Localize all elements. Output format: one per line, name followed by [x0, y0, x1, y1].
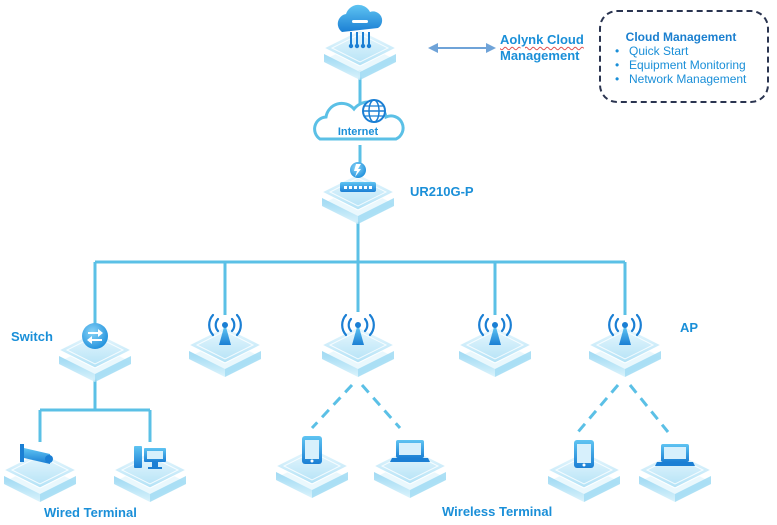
- cloud-service-label: Aolynk Cloud Management: [500, 32, 584, 64]
- cloud-management-box: Cloud Management Quick Start Equipment M…: [599, 10, 769, 103]
- connection-lines: [38, 70, 627, 442]
- internet-cloud: Internet: [313, 99, 405, 141]
- cloud-management-item: Quick Start: [615, 44, 759, 58]
- ap4-wireless-link-left: [576, 384, 620, 433]
- wired-terminal-camera: [3, 444, 77, 503]
- cloud-service-suffix: Management: [500, 48, 580, 63]
- wireless-ap-icon: [341, 313, 375, 345]
- ap-node-2: [321, 313, 395, 378]
- ap-label: AP: [680, 320, 699, 335]
- wired-terminal-label: Wired Terminal: [44, 505, 137, 520]
- wired-terminal-desktop: [113, 446, 187, 503]
- cloud-management-item: Network Management: [615, 72, 759, 86]
- laptop-icon: [390, 440, 430, 462]
- router-label: UR210G-P: [410, 184, 474, 199]
- cloud-management-title: Cloud Management: [625, 30, 737, 44]
- wireless-ap-icon: [478, 313, 512, 345]
- ap-node-4: [588, 313, 662, 378]
- cloud-link-arrow: [428, 43, 496, 53]
- lightning-badge-icon: [350, 162, 366, 178]
- ap-node-3: [458, 313, 532, 378]
- cloud-management-item: Equipment Monitoring: [615, 58, 759, 72]
- cloud-management-list: Quick Start Equipment Monitoring Network…: [613, 44, 759, 86]
- switch-node: [58, 323, 132, 383]
- laptop-icon: [655, 444, 695, 466]
- switch-label: Switch: [11, 329, 53, 344]
- desktop-pc-icon: [134, 446, 166, 469]
- camera-icon: [20, 444, 53, 464]
- wireless-ap-icon: [608, 313, 642, 345]
- wireless-terminal-tablet-1: [275, 436, 349, 499]
- wireless-links: [310, 383, 670, 433]
- cloud-server-node: [323, 4, 397, 81]
- switch-arrows-icon: [82, 323, 108, 349]
- tablet-icon: [302, 436, 322, 464]
- ap4-wireless-link-right: [628, 384, 670, 433]
- wireless-terminal-laptop-1: [373, 440, 447, 499]
- ap-node-1: [188, 313, 262, 378]
- internet-label: Internet: [338, 126, 379, 138]
- wireless-terminal-label: Wireless Terminal: [442, 504, 553, 519]
- router-node: [321, 162, 395, 225]
- globe-icon: [362, 99, 386, 123]
- ap2-wireless-link-right: [360, 384, 402, 429]
- ap2-wireless-link-left: [310, 383, 354, 430]
- wireless-ap-icon: [208, 313, 242, 345]
- cloud-service-name: Aolynk Cloud: [500, 32, 584, 47]
- tablet-icon: [574, 440, 594, 468]
- wireless-terminal-tablet-2: [547, 440, 621, 503]
- wireless-terminal-laptop-2: [638, 444, 712, 503]
- cloud-server-icon: [337, 4, 383, 49]
- router-icon: [340, 182, 376, 192]
